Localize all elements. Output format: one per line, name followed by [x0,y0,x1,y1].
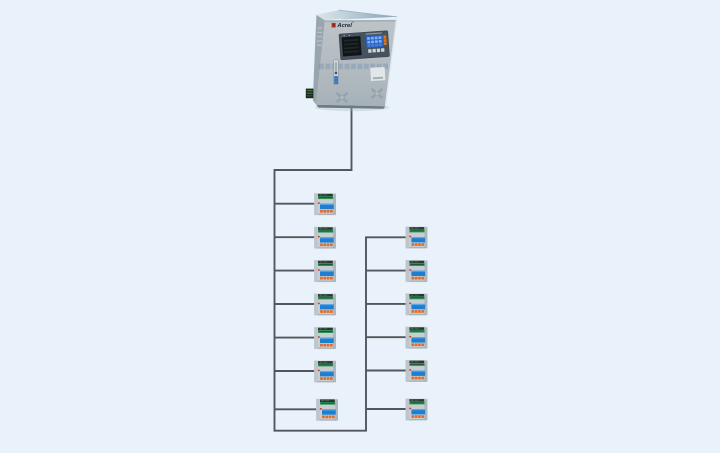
svg-text:Acrel: Acrel [336,23,352,29]
